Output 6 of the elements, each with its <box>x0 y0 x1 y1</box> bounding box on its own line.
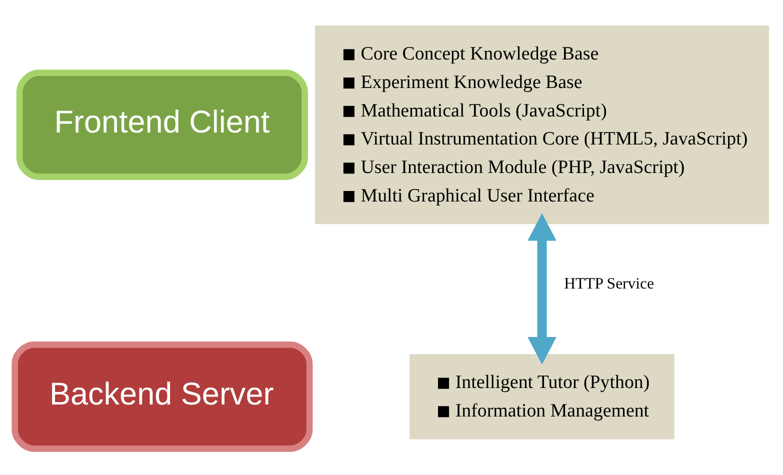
node-box: Core Concept Knowledge Base Experiment Knowledge Base Mathematical Tools (JavaScript) Virtual Instrumentation Core (HTML5, JavaScript) User Interaction Module (PHP, JavaScript) Multi Graphical User Interface <box>315 26 769 224</box>
edge-label: HTTP Service <box>564 276 654 293</box>
node-box: Intelligent Tutor (Python) Information Management <box>410 354 674 440</box>
node-box: Frontend Client <box>16 70 308 180</box>
node-box: Backend Server <box>12 342 313 452</box>
arrow <box>528 213 556 365</box>
